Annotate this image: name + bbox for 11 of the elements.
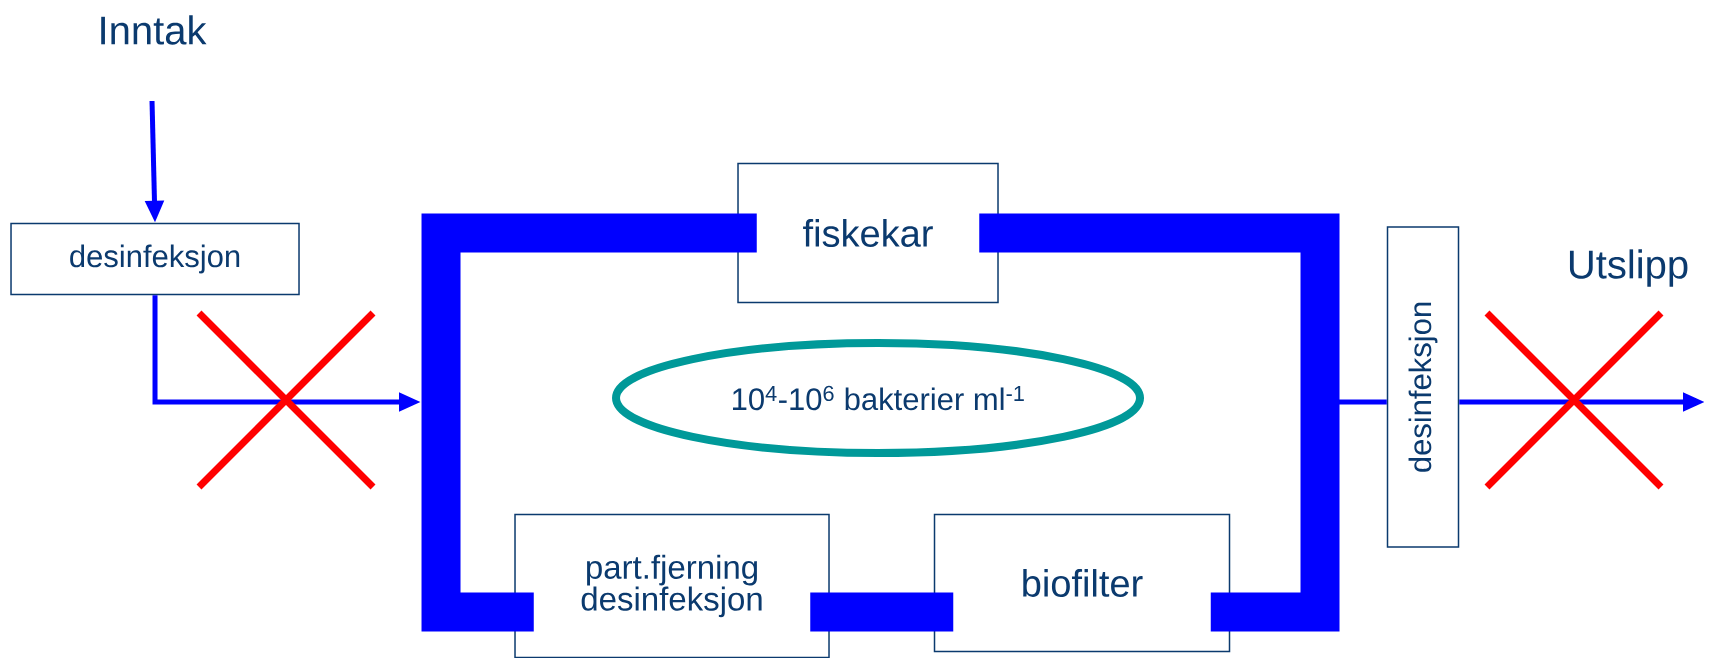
- flow-label: Inntak: [101, 15, 207, 45]
- pipe: [979, 213, 1340, 632]
- process-box: desinfeksjon: [10, 222, 300, 296]
- ellipse-label: 10$^{4}$-10$^{6}$ bakterier ml$^{-1}$: [612, 339, 1144, 457]
- process-box: desinfeksjon: [1386, 226, 1460, 548]
- pipe: [421, 213, 757, 632]
- process-box: biofilter: [933, 513, 1231, 653]
- process-box: part.fjerning desinfeksjon: [514, 513, 830, 658]
- process-box: fiskekar: [737, 162, 999, 304]
- flow-label: Utslipp: [1569, 249, 1688, 287]
- pipe: [810, 592, 954, 632]
